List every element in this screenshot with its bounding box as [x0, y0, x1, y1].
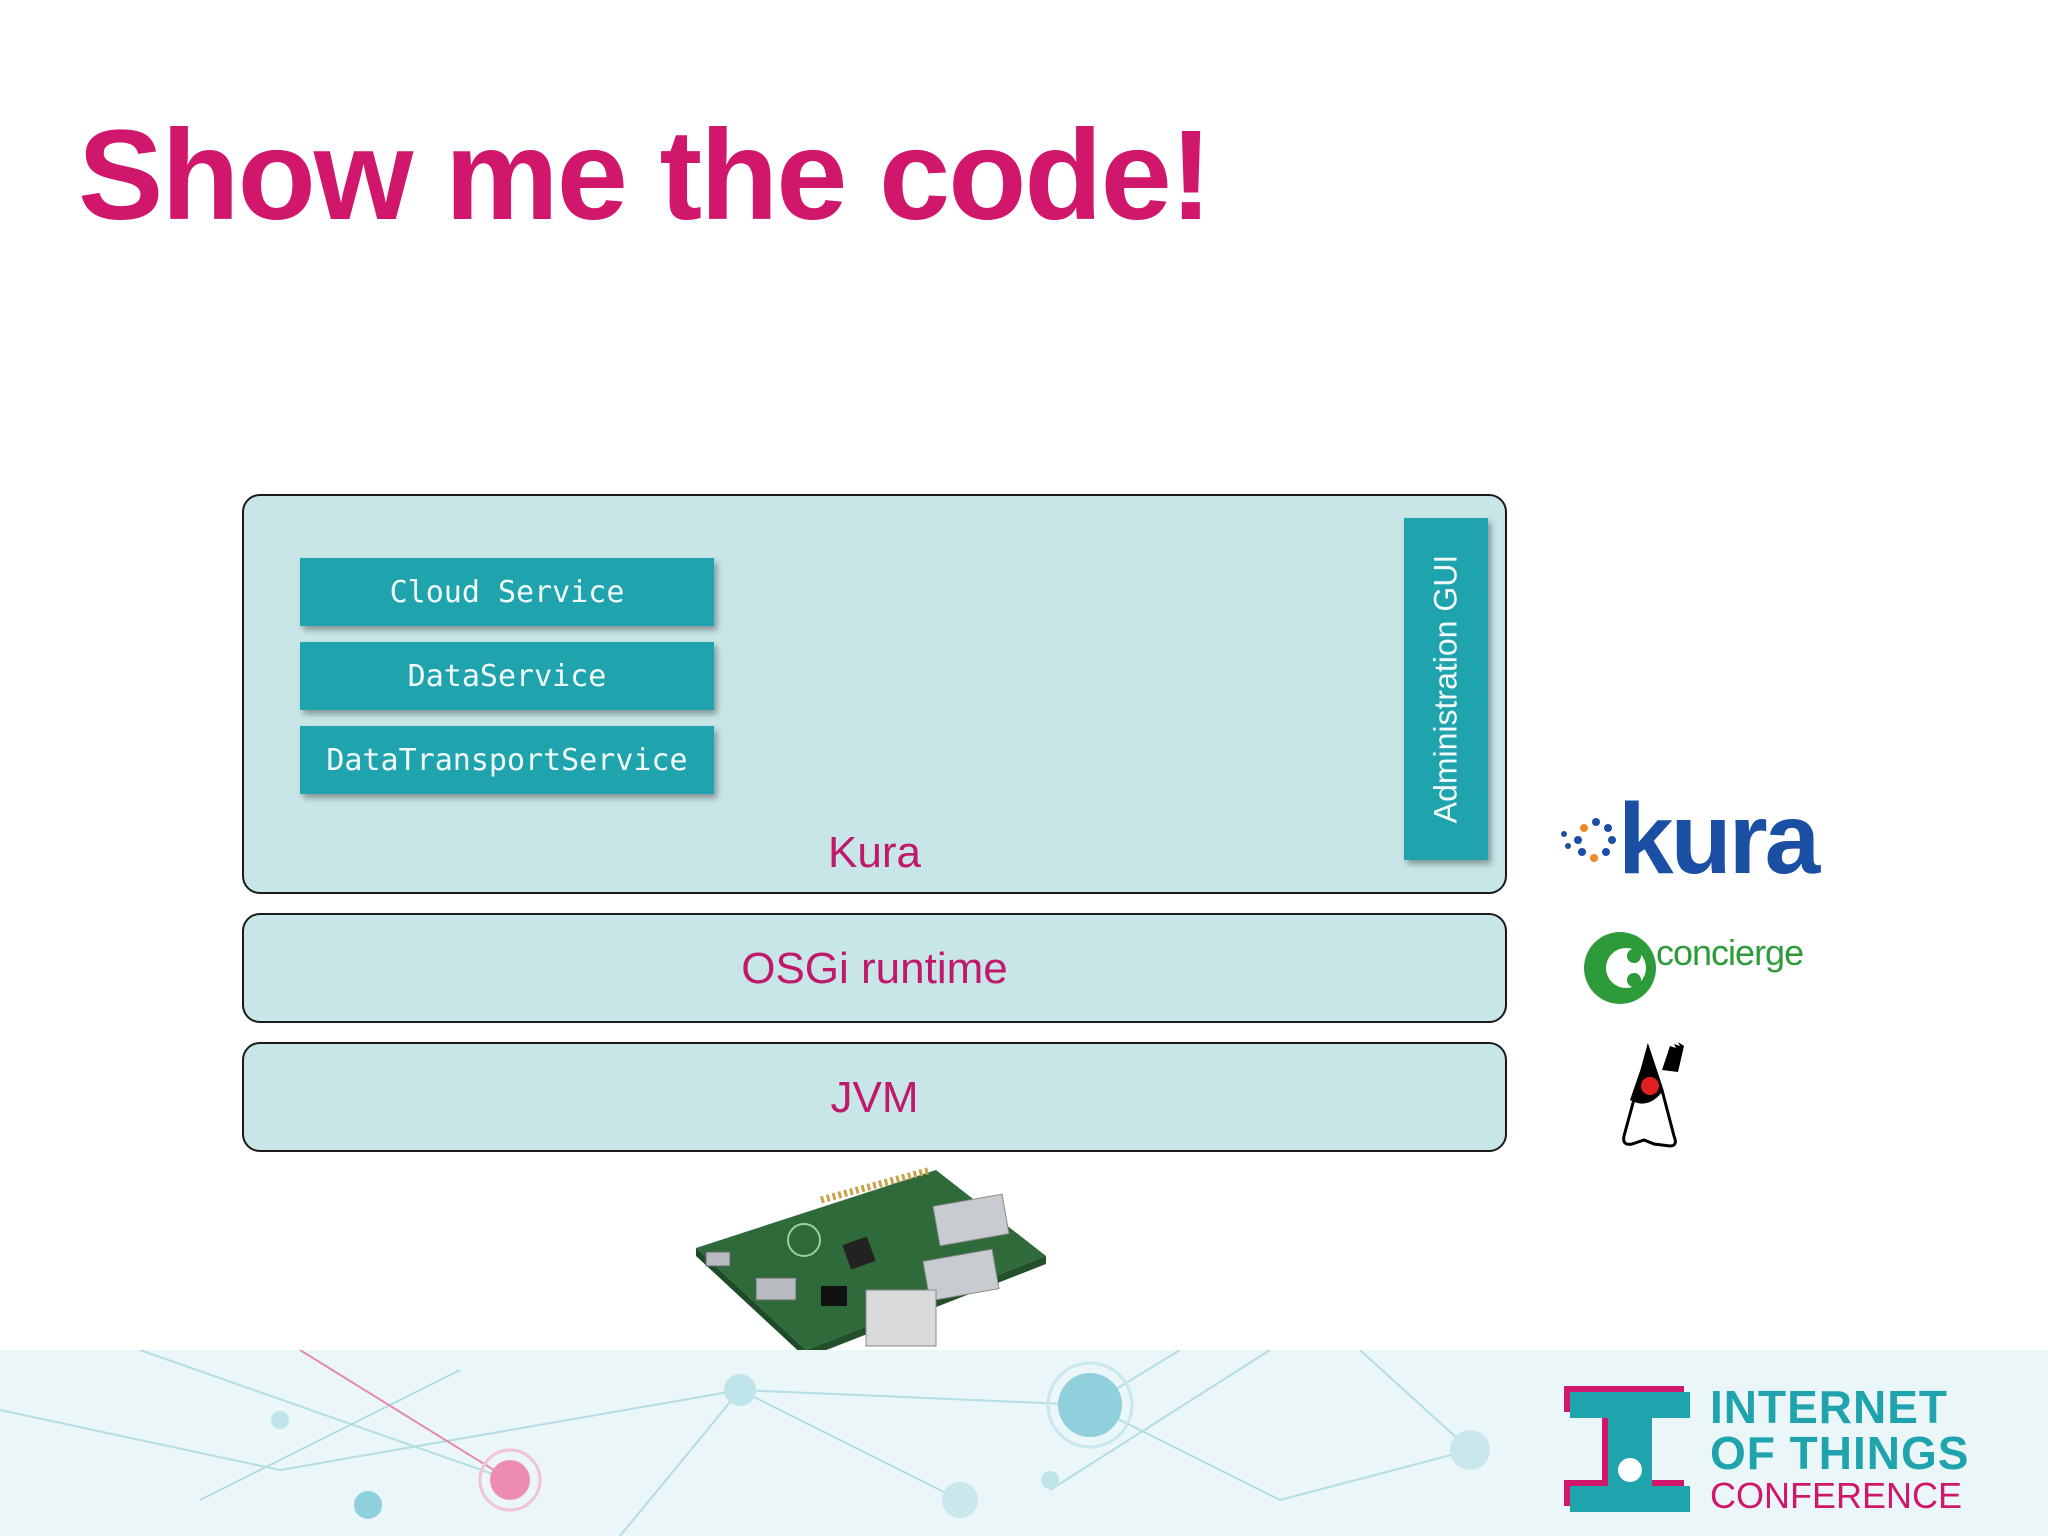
- concierge-logo-text: concierge: [1656, 932, 1804, 973]
- osgi-runtime-label: OSGi runtime: [741, 944, 1008, 993]
- kura-logo: kura: [1550, 783, 1820, 895]
- concierge-c-logo-icon: [1584, 932, 1656, 1004]
- data-transport-service-box: DataTransportService: [300, 726, 714, 794]
- network-graphic: [0, 1350, 1490, 1536]
- osgi-runtime-layer: OSGi runtime: [242, 913, 1507, 1023]
- administration-gui-box: Administration GUI: [1404, 518, 1488, 860]
- jvm-layer: JVM: [242, 1042, 1507, 1152]
- raspberry-pi-board: [686, 1160, 1056, 1370]
- kura-logo-text: kura: [1618, 783, 1820, 895]
- iot-conference-logo-icon: [1564, 1386, 1690, 1512]
- iot-logo-line3: CONFERENCE: [1710, 1475, 1963, 1516]
- cloud-service-box: Cloud Service: [300, 558, 714, 626]
- concierge-logo: concierge: [1580, 928, 1820, 1008]
- kura-layer-label: Kura: [828, 828, 921, 877]
- data-service-box: DataService: [300, 642, 714, 710]
- page-title: Show me the code!: [78, 104, 1212, 247]
- footer-band: INTERNET OF THINGS CONFERENCE: [0, 1350, 2048, 1536]
- iot-logo-line1: INTERNET: [1710, 1381, 1948, 1433]
- iot-logo-line2: OF THINGS: [1710, 1427, 1970, 1479]
- kura-layer: Cloud Service DataService DataTransportS…: [242, 494, 1507, 894]
- administration-gui-label: Administration GUI: [1427, 554, 1464, 824]
- duke-icon: [1618, 1040, 1688, 1150]
- kura-dots-logo-icon: [1561, 818, 1616, 862]
- jvm-label: JVM: [830, 1073, 919, 1122]
